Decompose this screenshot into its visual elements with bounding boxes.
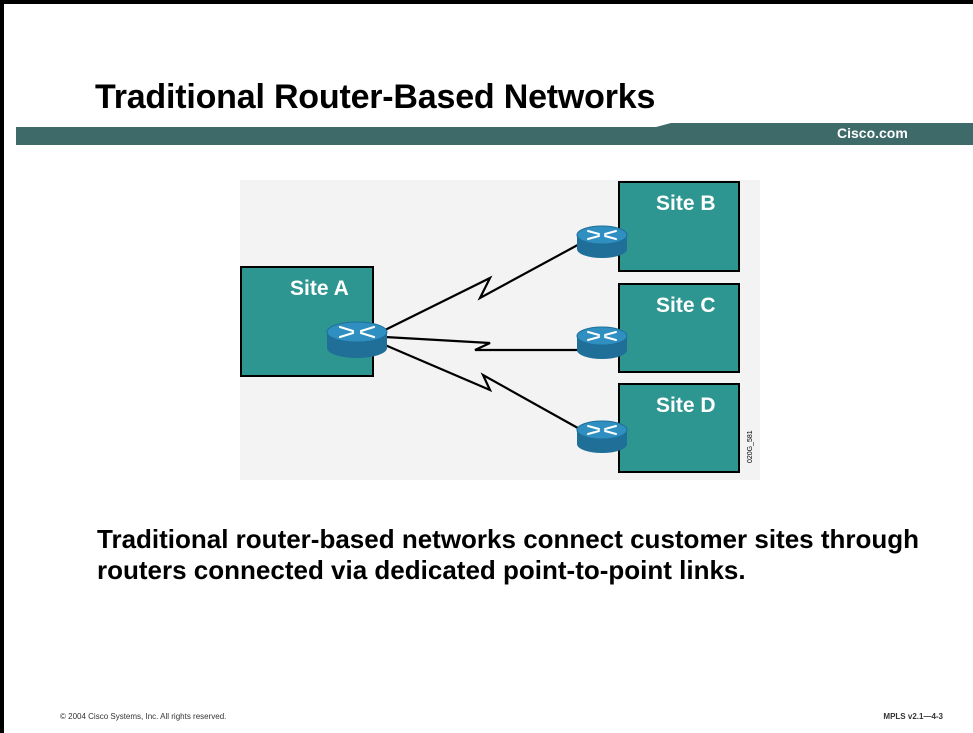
site-c-label: Site C [656,294,716,317]
site-d-label: Site D [656,394,716,417]
header-band [16,123,973,145]
site-c-box: Site C [618,283,740,373]
site-a-box: Site A [240,266,374,377]
router-icon [326,321,388,358]
link-a-to-d [384,343,586,433]
router-icon [576,326,628,359]
site-d-box: Site D [618,383,740,473]
body-text: Traditional router-based networks connec… [97,524,920,585]
site-b-label: Site B [656,192,716,215]
copyright-footer: © 2004 Cisco Systems, Inc. All rights re… [60,712,227,721]
course-code-footer: MPLS v2.1—4-3 [883,712,943,721]
cisco-brand: Cisco.com [837,125,908,141]
router-icon [576,225,628,258]
router-icon [576,420,628,453]
slide-frame-left [0,0,4,733]
slide-title: Traditional Router-Based Networks [95,78,656,116]
link-a-to-c [384,335,585,352]
site-a-label: Site A [290,277,349,300]
slide-frame-top [0,0,973,4]
figure-id: 020G_581 [747,430,754,463]
network-diagram: Site A Site B Site C Site D [240,180,760,480]
site-b-box: Site B [618,181,740,272]
link-a-to-b [384,240,586,331]
